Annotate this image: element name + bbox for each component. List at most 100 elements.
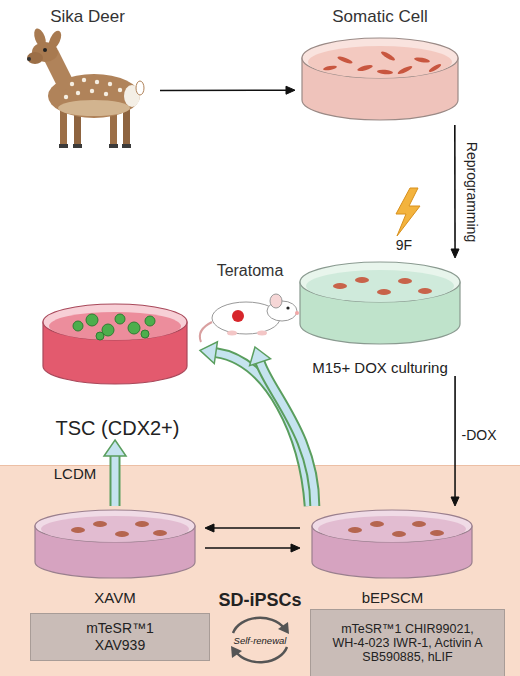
arrow-line — [160, 89, 286, 91]
dish-node: bEPSCM — [300, 506, 485, 606]
deer-spot — [118, 88, 122, 92]
tsc-colony — [73, 321, 83, 331]
cell-colony — [333, 283, 347, 289]
node-text: bEPSCM — [300, 589, 485, 606]
dish-rim — [43, 304, 187, 340]
arrow-line — [454, 125, 456, 249]
dish-rim — [302, 38, 458, 78]
cell-colony — [412, 521, 426, 527]
mouse-foot — [227, 331, 237, 336]
arrow-outline — [110, 456, 121, 506]
deer-leg — [74, 110, 81, 146]
deer-leg — [110, 108, 117, 146]
deer-hoof — [73, 144, 82, 148]
deer-rump — [124, 85, 140, 107]
medium-box: mTeSR™1 CHIR99021, WH-4-023 IWR-1, Activ… — [310, 609, 505, 676]
cell-colony — [355, 277, 369, 283]
tsc-colony — [128, 322, 140, 334]
node-text: M15+ DOX culturing — [290, 359, 470, 376]
deer-hoof — [122, 144, 131, 148]
tsc-colony — [96, 332, 104, 340]
deer-body — [48, 74, 140, 118]
arrow-head — [286, 86, 295, 94]
deer-illustration — [27, 27, 144, 148]
tsc-colony — [145, 316, 155, 326]
deer-hoof — [59, 144, 68, 148]
arrow-line — [214, 527, 300, 529]
dish-node: TSC (CDX2+) — [35, 300, 200, 440]
illustration-node: Teratoma — [200, 262, 300, 347]
deer-spot — [82, 78, 86, 82]
dish-rim — [35, 510, 195, 542]
culture-dish — [43, 304, 187, 384]
deer-spot — [64, 95, 68, 99]
node-text: SD-iPSCs — [200, 590, 320, 611]
block-arrow — [200, 342, 309, 506]
arrow-head — [291, 544, 300, 552]
vector-label: 9F — [396, 237, 412, 253]
cycle-symbol — [231, 618, 289, 663]
dish-node: XAVM — [25, 506, 205, 606]
deer-eye — [43, 48, 47, 52]
node-text: Teratoma — [200, 262, 300, 280]
mouse-illustration — [200, 294, 299, 342]
dish-node: M15+ DOX culturing — [290, 258, 470, 376]
deer-spot — [104, 92, 108, 96]
deer-leg — [123, 106, 130, 146]
mouse-foot — [257, 331, 267, 336]
cell — [414, 56, 431, 63]
cycle-arc — [236, 647, 287, 662]
edge-label: Reprogramming — [464, 141, 480, 241]
arrow-connector — [160, 86, 295, 94]
dish-medium — [318, 516, 466, 542]
arrow-head — [451, 497, 459, 506]
mouse-tail — [200, 322, 212, 342]
arrow-body — [260, 362, 315, 506]
arrow-body — [112, 456, 119, 506]
deer-neck — [42, 50, 76, 92]
deer-ear — [32, 27, 48, 49]
arrow-outline — [260, 362, 315, 506]
deer-ear — [46, 29, 64, 51]
cell-colony — [398, 278, 412, 284]
deer-spot — [76, 91, 80, 95]
deer-spot — [95, 80, 99, 84]
culture-dish — [35, 510, 195, 578]
cell-colony — [115, 531, 129, 537]
arrow-line — [205, 547, 291, 549]
culture-dish — [300, 262, 460, 344]
dish-wall — [302, 58, 458, 120]
node-text: Somatic Cell — [295, 7, 465, 27]
tsc-colony — [115, 314, 125, 324]
cycle-arrowhead — [231, 646, 242, 658]
dish-wall — [43, 322, 187, 384]
arrow-head — [205, 524, 214, 532]
deer-spot — [90, 89, 94, 93]
arrow-connector — [205, 544, 300, 552]
cell — [377, 69, 393, 75]
cell-colony — [93, 521, 107, 527]
node-text: TSC (CDX2+) — [35, 417, 200, 440]
arrow-body — [216, 353, 309, 506]
deer-hoof — [109, 144, 118, 148]
node-text: mTeSR™1 CHIR99021, WH-4-023 IWR-1, Activ… — [328, 622, 488, 664]
mouse-eye — [286, 306, 289, 309]
arrow-head — [104, 440, 126, 456]
cell — [380, 50, 396, 62]
arrow-outline — [216, 353, 309, 506]
cell-colony — [392, 531, 406, 537]
dish-rim — [312, 510, 472, 542]
cell — [323, 65, 337, 71]
cell — [337, 55, 354, 65]
deer-belly — [58, 100, 130, 116]
cell-colony — [418, 288, 432, 294]
block-arrow — [250, 347, 315, 506]
deer-snout — [27, 52, 43, 64]
arrow-line — [454, 376, 456, 497]
cell — [397, 65, 413, 76]
illustration-node: Sika Deer — [15, 5, 160, 155]
deer-tail — [136, 81, 144, 95]
culture-dish — [312, 510, 472, 578]
